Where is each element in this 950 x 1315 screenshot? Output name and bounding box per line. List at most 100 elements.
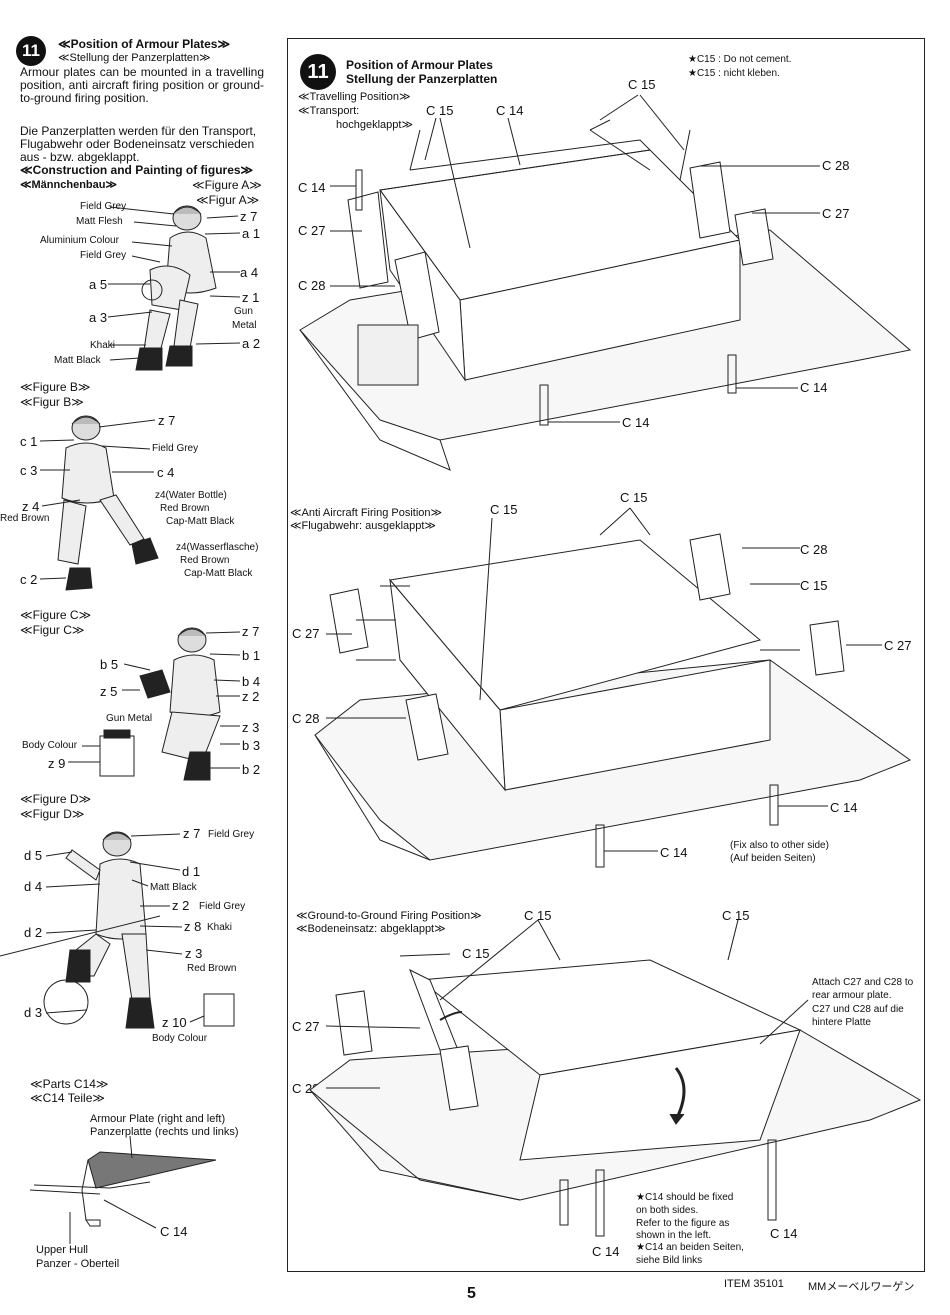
construction-title: ≪Construction and Painting of figures≫ [20,163,254,177]
figc-part-z5: z 5 [100,684,118,699]
parts-c14-title-en: ≪Parts C14≫ [30,1077,109,1091]
ground-c14-left: C 14 [592,1244,620,1259]
ground-c27: C 27 [292,1019,320,1034]
parts-c14-part: C 14 [160,1224,188,1239]
ground-c15-mid: C 15 [524,908,552,923]
ground-note-0: ★C14 should be fixed [636,1192,734,1203]
parts-c14-hull-en: Upper Hull [36,1244,88,1256]
figb-label-cap-matt-black: Cap-Matt Black [166,516,235,527]
figb-part-c4: c 4 [157,465,175,480]
step-number-badge: 11 [16,36,46,66]
figd-part-z2: z 2 [172,898,190,913]
figb-part-c3: c 3 [20,463,38,478]
figd-label-matt-black: Matt Black [150,882,197,893]
figure-b-drawing [39,415,159,591]
travel-c28-left: C 28 [298,278,326,293]
travel-title-de-2: hochgeklappt≫ [336,119,413,131]
figure-d-title-en: ≪Figure D≫ [20,792,92,806]
figure-build-title: ≪Männchenbau≫ [20,179,117,191]
travel-c14-left: C 14 [298,180,326,195]
figc-part-z7: z 7 [242,624,260,639]
aa-c15-left: C 15 [490,502,518,517]
aa-fix-de: (Auf beiden Seiten) [730,853,816,864]
parts-c14-hull-de: Panzer - Oberteil [36,1258,120,1270]
figb-label-red-brown-2: Red Brown [160,503,210,514]
figb-label-cap-matt-black-2: Cap-Matt Black [184,568,253,579]
travel-c15-top: C 15 [628,77,656,92]
aa-c14-right: C 14 [830,800,858,815]
travel-c15-left: C 15 [426,103,454,118]
figa-label-metal: Metal [232,320,257,331]
ground-note-1: on both sides. [636,1205,699,1216]
aa-c28-right: C 28 [800,542,828,557]
figd-part-d3: d 3 [24,1005,43,1020]
ground-note-3: shown in the left. [636,1230,712,1241]
figb-part-c1: c 1 [20,434,38,449]
figd-label-body-colour: Body Colour [152,1033,208,1044]
figd-part-d1: d 1 [182,864,201,879]
figc-part-b1: b 1 [242,648,261,663]
travel-c27-left: C 27 [298,223,326,238]
figc-part-z3: z 3 [242,720,260,735]
parts-c14-plate-en: Armour Plate (right and left) [90,1113,226,1125]
ground-c15-right: C 15 [722,908,750,923]
ground-title-en: ≪Ground-to-Ground Firing Position≫ [296,910,482,922]
figure-d-title-de: ≪Figur D≫ [20,807,85,821]
aa-c27-left: C 27 [292,626,320,641]
figa-part-a3: a 3 [89,310,108,325]
ground-note-5: siehe Bild links [636,1255,703,1266]
figd-label-field-grey: Field Grey [208,829,255,840]
travel-c14-top: C 14 [496,103,524,118]
parts-c14-title-de: ≪C14 Teile≫ [30,1091,105,1105]
figa-label-matt-flesh: Matt Flesh [76,216,123,227]
figc-part-b4: b 4 [242,674,261,689]
ground-attach-en-1: Attach C27 and C28 to [812,977,914,988]
figa-label-aluminium: Aluminium Colour [40,235,119,246]
ground-attach-de-2: hintere Platte [812,1017,871,1028]
parts-c14-drawing [29,1135,217,1244]
footer-item: ITEM 35101 [724,1278,784,1290]
figb-label-red-brown: Red Brown [0,513,50,524]
ground-note-2: Refer to the figure as [636,1218,730,1229]
figure-a-drawing [107,205,241,371]
figb-part-z4: z 4 [22,499,40,514]
figure-c-drawing [68,627,241,781]
ground-attach-en-2: rear armour plate. [812,990,892,1001]
figd-part-d2: d 2 [24,925,43,940]
figd-part-z3: z 3 [185,946,203,961]
figa-label-matt-black: Matt Black [54,355,101,366]
figc-part-b2: b 2 [242,762,261,777]
aa-c28-left: C 28 [292,711,320,726]
page-number: 5 [467,1285,476,1302]
panel-note-de: ★C15 : nicht kleben. [688,68,780,79]
panel-step-badge: 11 [300,54,336,90]
panel-note-en: ★C15 : Do not cement. [688,54,792,65]
figc-label-body-colour: Body Colour [22,740,78,751]
figa-part-a5: a 5 [89,277,108,292]
figb-part-c2: c 2 [20,572,38,587]
figd-label-khaki: Khaki [207,922,233,933]
figa-label-khaki: Khaki [90,340,116,351]
figa-part-z1: z 1 [242,290,260,305]
figa-label-gun: Gun [234,306,253,317]
aa-title-en: ≪Anti Aircraft Firing Position≫ [290,507,443,519]
left-paragraph-en: Armour plates can be mounted in a travel… [20,65,264,105]
figd-label-red-brown: Red Brown [187,963,237,974]
figa-part-a2: a 2 [242,336,261,351]
figd-label-field-grey-2: Field Grey [199,901,246,912]
figc-part-b5: b 5 [100,657,119,672]
figure-b-title-de: ≪Figur B≫ [20,395,84,409]
figd-part-d5: d 5 [24,848,43,863]
figure-c-title-en: ≪Figure C≫ [20,608,92,622]
aa-fix-en: (Fix also to other side) [730,840,829,851]
travel-c14-right: C 14 [800,380,828,395]
figa-part-a1: a 1 [242,226,261,241]
aa-title-de: ≪Flugabwehr: ausgeklappt≫ [290,520,436,532]
travel-c27-right: C 27 [822,206,850,221]
left-title-de: ≪Stellung der Panzerplatten≫ [58,52,211,64]
panel-title-de: Stellung der Panzerplatten [346,72,498,86]
figc-part-b3: b 3 [242,738,261,753]
figc-label-gun-metal: Gun Metal [106,713,153,724]
ground-attach-de-1: C27 und C28 auf die [812,1004,904,1015]
ground-title-de: ≪Bodeneinsatz: abgeklappt≫ [296,923,446,935]
